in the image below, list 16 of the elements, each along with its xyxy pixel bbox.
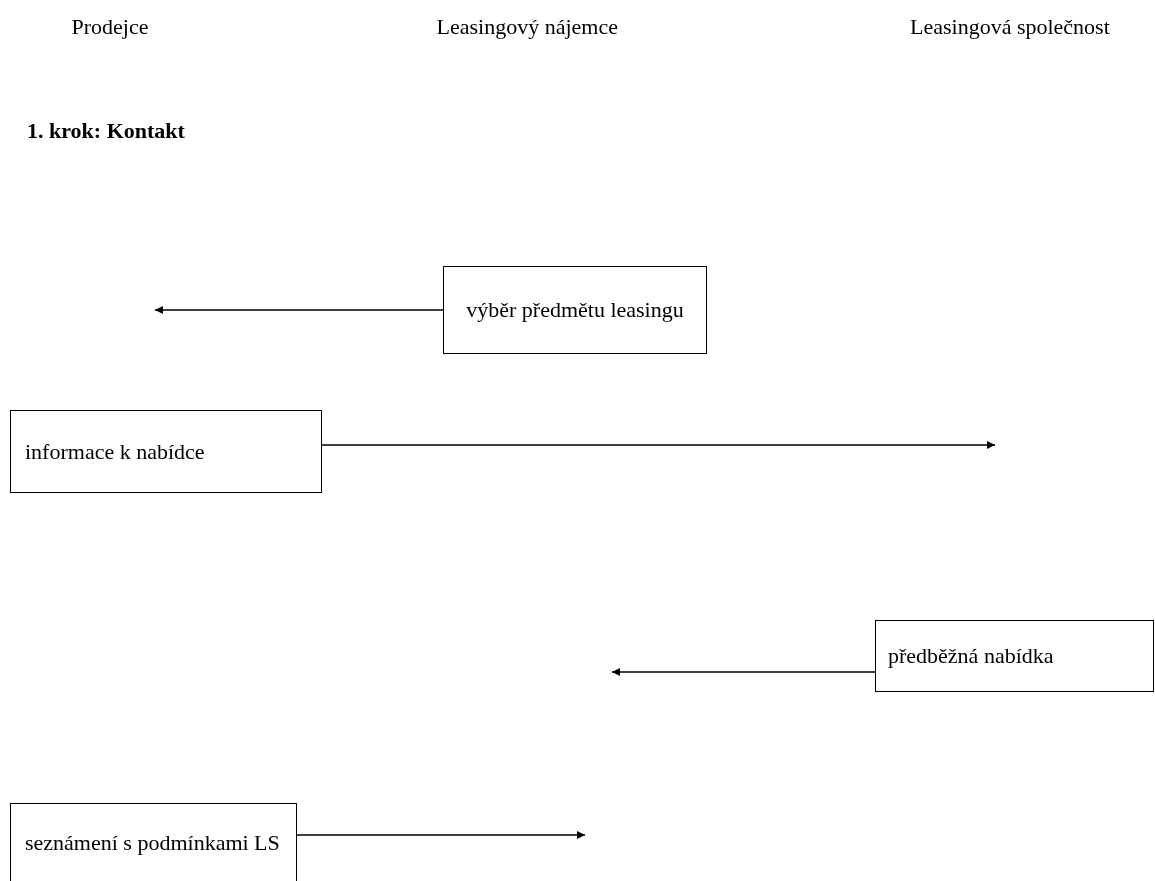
column-header: Prodejce xyxy=(71,14,149,40)
process-box xyxy=(10,410,322,493)
box-text: seznámení s podmínkami LS xyxy=(25,829,280,857)
arrow xyxy=(154,306,444,314)
box-text: výběr předmětu leasingu xyxy=(466,296,684,324)
column-header: Leasingová společnost xyxy=(910,14,1110,40)
box-text: informace k nabídce xyxy=(25,437,205,466)
step-heading: 1. krok: Kontakt xyxy=(27,118,185,144)
arrow xyxy=(321,441,996,449)
process-box xyxy=(10,803,297,881)
column-header: Leasingový nájemce xyxy=(436,14,618,40)
process-box xyxy=(443,266,707,354)
process-box xyxy=(875,620,1154,692)
arrow xyxy=(296,831,586,839)
box-text: předběžná nabídka xyxy=(888,642,1054,670)
arrow xyxy=(611,668,876,676)
